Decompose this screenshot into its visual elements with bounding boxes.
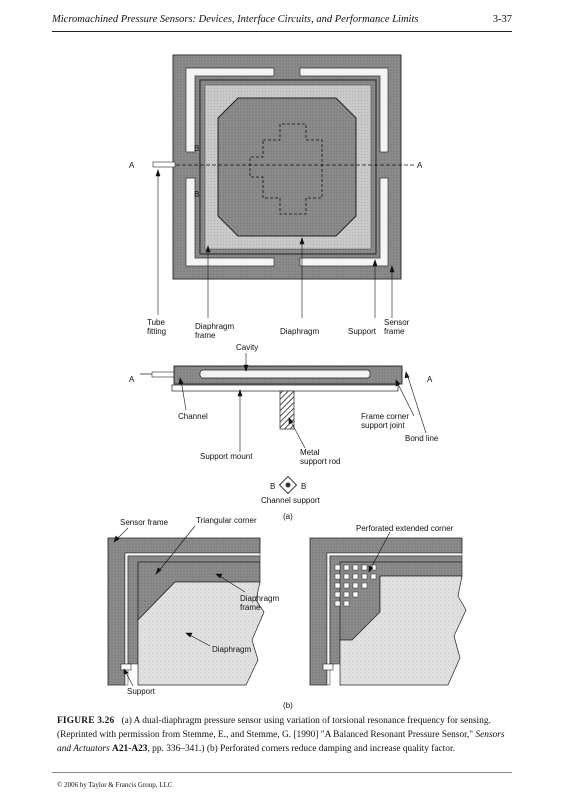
footer-rule [52, 772, 512, 773]
label-bb-left: B [270, 482, 275, 491]
label-channel-support: Channel support [261, 496, 320, 505]
label-b-bottom: B [194, 190, 199, 199]
caption-text-1: (a) A dual-diaphragm pressure sensor usi… [57, 716, 491, 740]
caption-journal: Sensors and Actuators [57, 730, 505, 754]
label-support-rod: support rod [300, 457, 340, 466]
sensor-cross-section [140, 365, 403, 430]
corner-triangular [107, 537, 265, 686]
label-diaphragm-frame-b: Diaphragm [240, 594, 279, 603]
sensor-top-view [152, 54, 416, 280]
label-support-mount: Support mount [200, 452, 253, 461]
label-a-right: A [417, 161, 423, 170]
label-diaphragm-frame: Diaphragm [195, 322, 234, 331]
header-rule [52, 31, 512, 32]
corner-perforated [309, 537, 467, 686]
label-support: Support [348, 327, 377, 336]
label-sensor-frame-b: Sensor frame [120, 518, 169, 527]
subfigure-label-a: (a) [283, 512, 293, 521]
label-sensor: Sensor [384, 318, 410, 327]
caption-volume: A21-A23 [112, 744, 148, 754]
running-title: Micromachined Pressure Sensors: Devices,… [52, 14, 419, 25]
label-b-top: B [194, 144, 199, 153]
label-frame: frame [195, 331, 216, 340]
figure-3-26: A A B B Tube fitting Diaphragm frame Dia… [107, 54, 467, 710]
leader-lines-a [155, 169, 395, 318]
label-bb-right: B [301, 482, 306, 491]
label-triangular-corner: Triangular corner [196, 516, 257, 525]
subfigure-label-b: (b) [283, 701, 293, 710]
label-tube: Tube [147, 318, 165, 327]
label-sensor-frame: frame [384, 327, 405, 336]
label-frame-corner: Frame corner [361, 412, 409, 421]
label-a2-left: A [129, 375, 135, 384]
label-support-joint: support joint [361, 421, 405, 430]
label-diaphragm: Diaphragm [280, 327, 319, 336]
channel-support-symbol [278, 475, 298, 495]
page-number: 3-37 [492, 14, 512, 25]
figure-caption: FIGURE 3.26 (a) A dual-diaphragm pressur… [57, 714, 507, 756]
leader-lines-b-left [113, 525, 246, 687]
label-channel: Channel [178, 412, 208, 421]
label-bond-line: Bond line [405, 434, 439, 443]
label-perforated-corner: Perforated extended corner [356, 524, 454, 533]
label-metal: Metal [300, 448, 320, 457]
caption-text-2: , pp. 336–341.) (b) Perforated corners r… [147, 744, 455, 754]
label-fitting: fitting [147, 327, 166, 336]
label-frame-b: frame [240, 603, 261, 612]
caption-label: FIGURE 3.26 [57, 716, 115, 726]
page-header: Micromachined Pressure Sensors: Devices,… [52, 14, 512, 34]
label-support-b: Support [127, 687, 156, 696]
label-diaphragm-b: Diaphragm [212, 645, 251, 654]
leader-lines-b-right [368, 531, 391, 573]
leader-lines-section [178, 353, 427, 452]
label-a2-right: A [427, 375, 433, 384]
label-cavity: Cavity [236, 343, 258, 352]
copyright-footer: © 2006 by Taylor & Francis Group, LLC [57, 781, 173, 789]
label-a-left: A [129, 161, 135, 170]
